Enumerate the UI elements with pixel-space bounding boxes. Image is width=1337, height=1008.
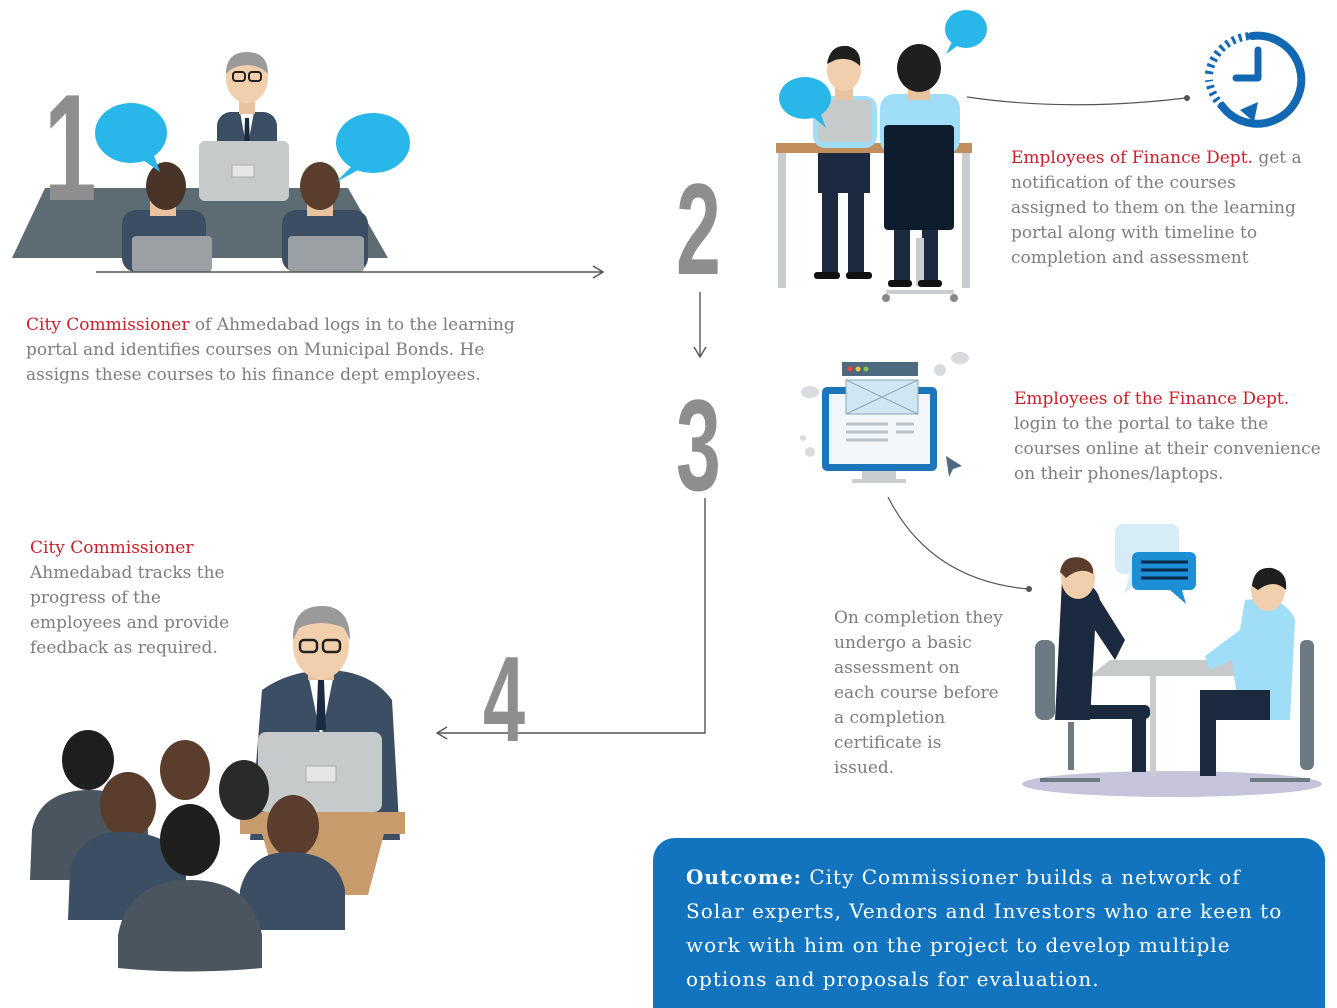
step-1-highlight: City Commissioner [26,315,190,335]
step-1-description: of Ahmedabad logs in to the learning por… [26,315,515,385]
laptop-portal-illustration [800,352,969,483]
outcome-label: Outcome: [686,865,802,889]
meeting-illustration [12,52,410,272]
outcome-text: City Commissioner builds a network of So… [686,865,1283,991]
step-4-description: Ahmedabad tracks the progress of the emp… [30,563,230,658]
step-2-highlight: Employees of Finance Dept. [1011,148,1253,168]
clock-icon [1205,31,1306,128]
clock-connector [966,96,1187,106]
step-2-description: get a notification of the courses assign… [1011,148,1302,268]
colleagues-illustration [776,10,987,302]
arrow-3-to-4 [437,498,706,733]
step-number-2: 2 [676,156,721,302]
step-3-text: Employees of the Finance Dept. login to … [1014,387,1332,487]
step-1-text: City Commissioner of Ahmedabad logs in t… [26,313,516,388]
step-number-4: 4 [483,631,526,767]
presenter-audience-illustration [30,606,405,972]
flow-connectors [96,95,1190,733]
step-number-3: 3 [676,372,721,518]
step-4-text: City Commissioner Ahmedabad tracks the p… [30,536,230,661]
assessment-text: On completion they undergo a basic asses… [834,608,1003,778]
step-4-highlight: City Commissioner [30,538,194,558]
interview-illustration [1022,524,1322,797]
step-2-text: Employees of Finance Dept. get a notific… [1011,146,1311,271]
interview-connector [887,496,1029,590]
step-3-highlight: Employees of the Finance Dept. [1014,389,1290,409]
step-3-description: login to the portal to take the courses … [1014,414,1321,484]
outcome-box: Outcome: City Commissioner builds a netw… [653,838,1325,1008]
step-number-1: 1 [44,63,97,233]
